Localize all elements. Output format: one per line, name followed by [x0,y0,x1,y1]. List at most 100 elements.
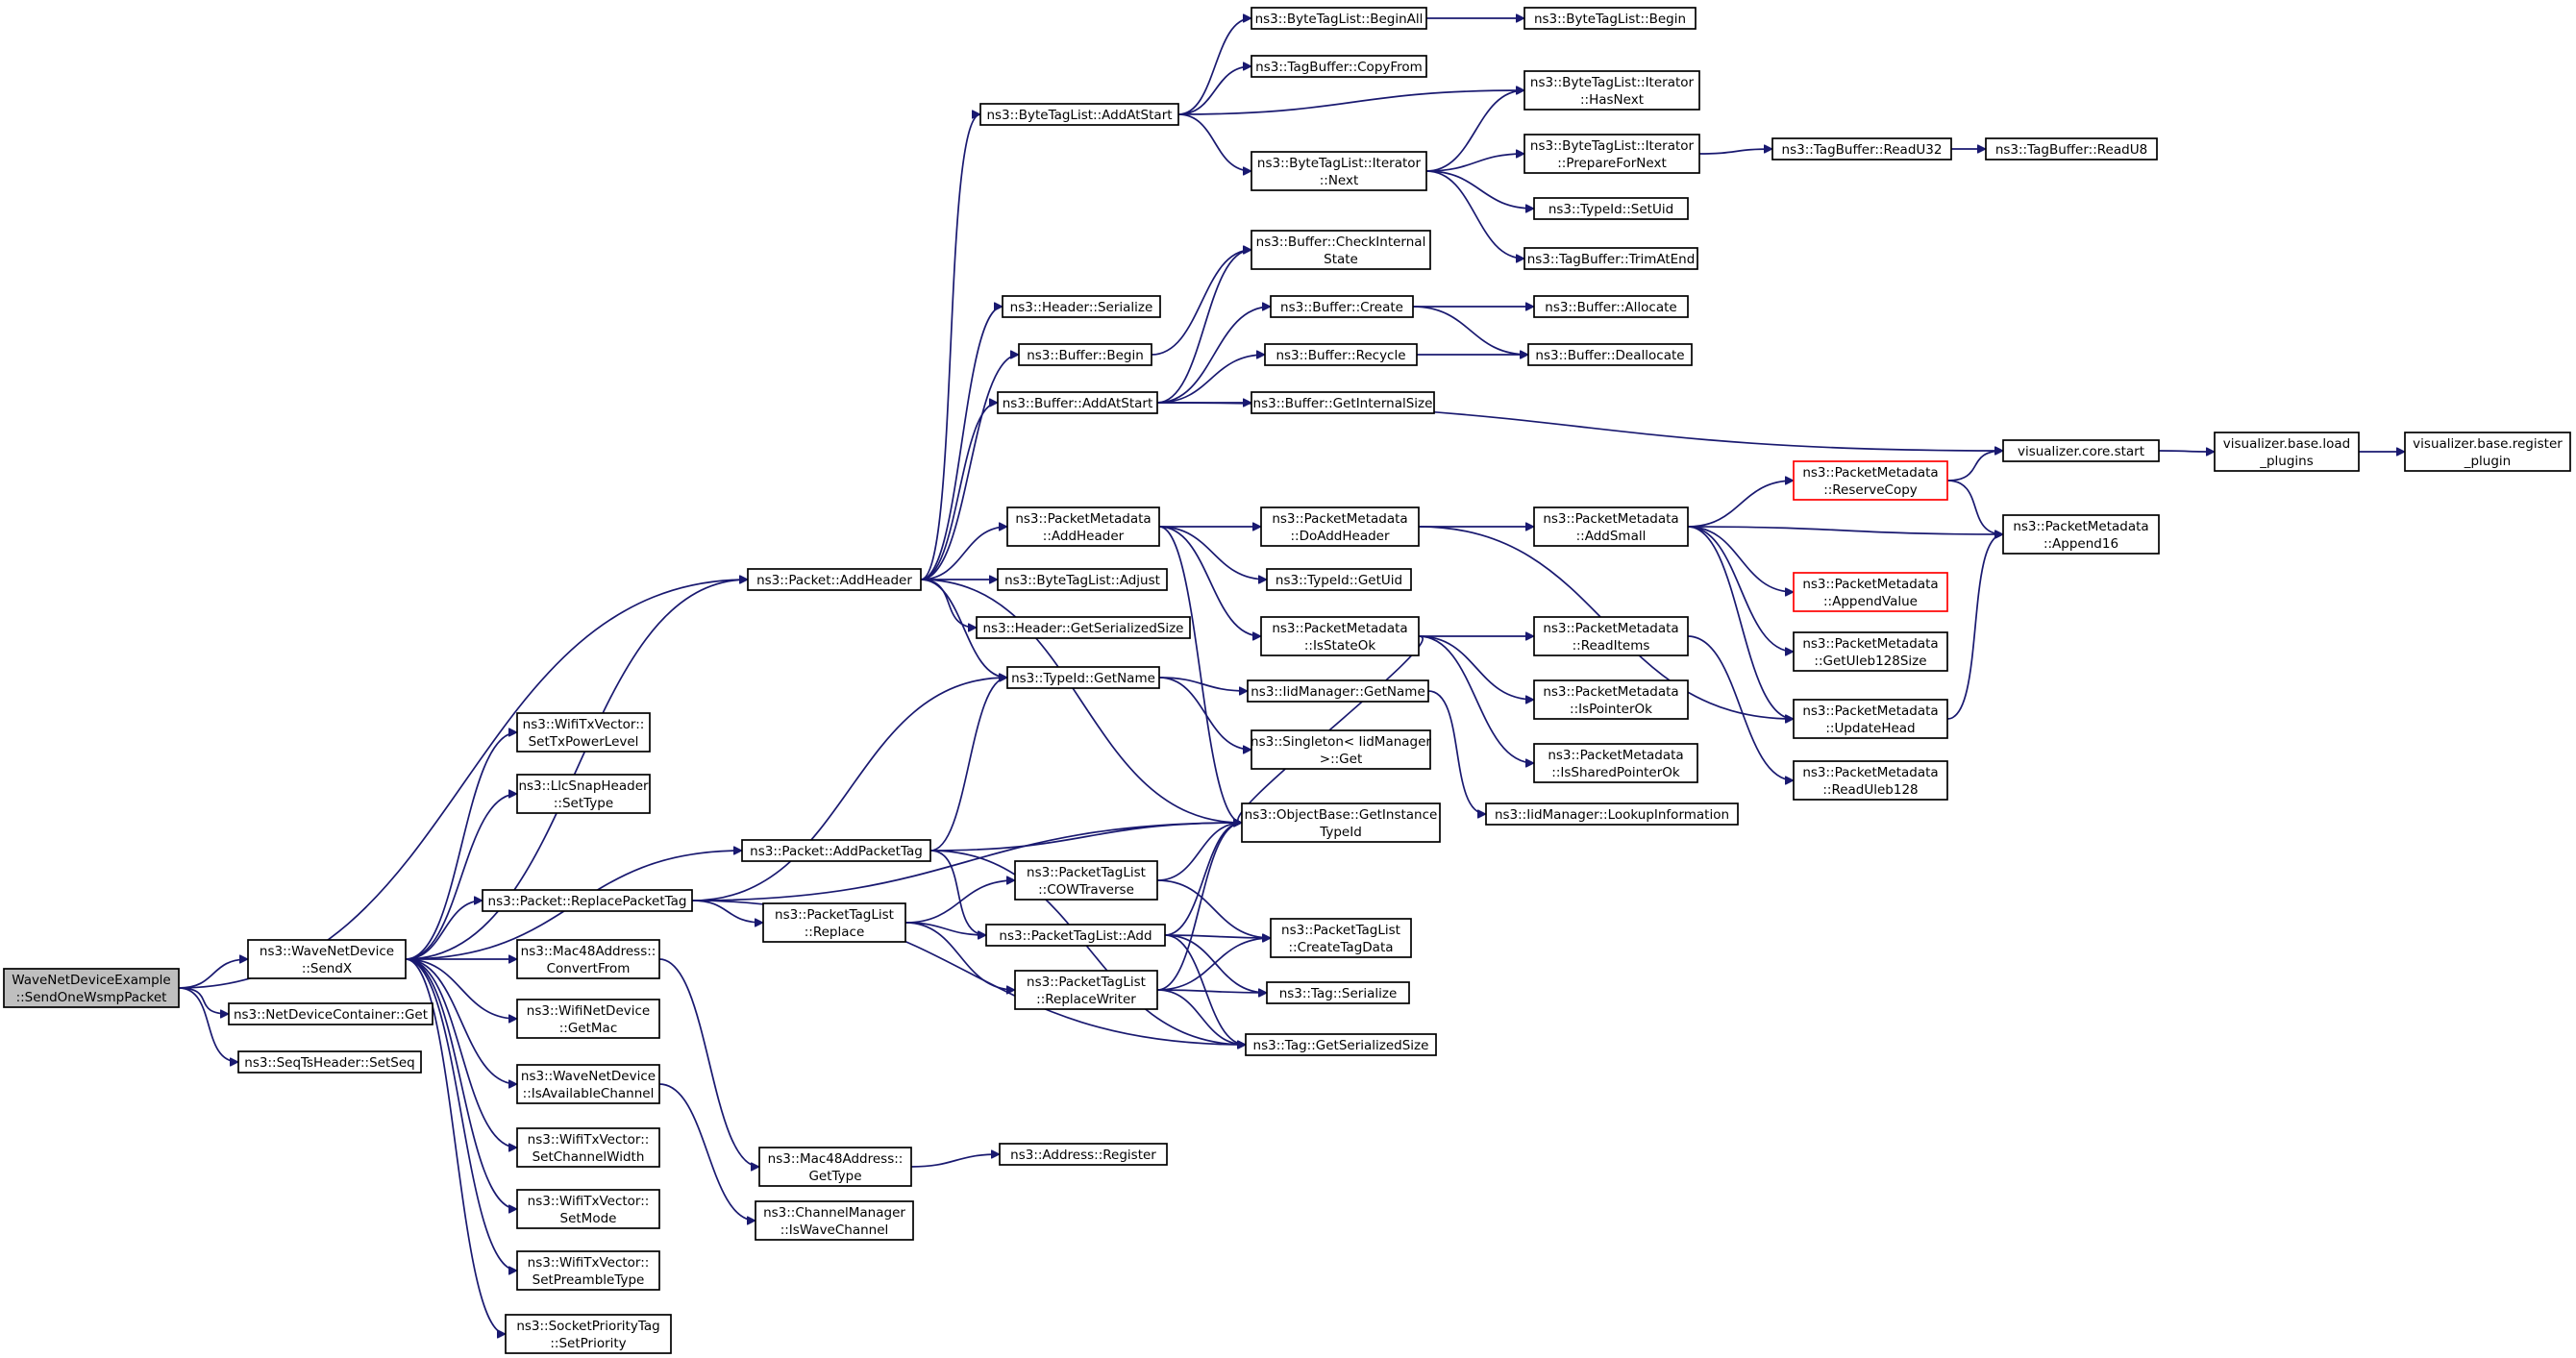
node-mac-gettype[interactable]: ns3::Mac48Address::GetType [758,1147,912,1187]
node-btl-beginall[interactable]: ns3::ByteTagList::BeginAll [1251,7,1427,30]
node-pm-append16[interactable]: ns3::PacketMetadata::Append16 [2002,514,2160,555]
node-box [516,1127,660,1168]
node-addpkttag[interactable]: ns3::Packet::AddPacketTag [741,839,931,862]
node-hdr-serialize[interactable]: ns3::Header::Serialize [1002,295,1161,318]
node-btl-addatstart[interactable]: ns3::ByteTagList::AddAtStart [979,103,1179,126]
node-box [1985,137,2158,160]
node-btl-iter-hasnext[interactable]: ns3::ByteTagList::Iterator::HasNext [1523,70,1700,111]
node-ptl-replace[interactable]: ns3::PacketTagList::Replace [762,902,906,943]
edge-ptl-add-to-tag-getsersize [1164,934,1247,1045]
node-typeid-getuid[interactable]: ns3::TypeId::GetUid [1266,568,1412,591]
node-buf-allocate[interactable]: ns3::Buffer::Allocate [1533,295,1689,318]
node-hdr-getsersize[interactable]: ns3::Header::GetSerializedSize [976,616,1191,639]
node-buf-addatstart[interactable]: ns3::Buffer::AddAtStart [997,391,1158,414]
node-label: GetType [808,1169,861,1184]
node-isavail[interactable]: ns3::WaveNetDevice::IsAvailableChannel [516,1064,660,1104]
node-label: ns3::TagBuffer::TrimAtEnd [1527,252,1696,267]
edge-sendx-to-preamble [405,958,518,1271]
node-btl-iter-next[interactable]: ns3::ByteTagList::Iterator::Next [1251,151,1427,191]
node-singleton-get[interactable]: ns3::Singleton< IidManager>::Get [1251,729,1431,770]
node-buf-create[interactable]: ns3::Buffer::Create [1270,295,1414,318]
node-pm-appendvalue[interactable]: ns3::PacketMetadata::AppendValue [1793,572,1948,612]
node-box [1523,7,1697,30]
node-btl-begin[interactable]: ns3::ByteTagList::Begin [1523,7,1697,30]
node-address-register[interactable]: ns3::Address::Register [999,1143,1168,1166]
node-buf-getinternalsize[interactable]: ns3::Buffer::GetInternalSize [1251,391,1435,414]
node-buf-deallocate[interactable]: ns3::Buffer::Deallocate [1527,343,1693,366]
node-box [1793,460,1948,501]
node-viz-base-load[interactable]: visualizer.base.load_plugins [2214,432,2360,472]
node-addheader[interactable]: ns3::Packet::AddHeader [747,568,922,591]
node-btl-adjust[interactable]: ns3::ByteTagList::Adjust [997,568,1168,591]
edge-btl-iter-next-to-btl-iter-prepare [1425,154,1524,172]
node-label: ns3::PacketMetadata [1543,621,1678,636]
node-ptl-cow[interactable]: ns3::PacketTagList::COWTraverse [1014,860,1158,901]
node-viz-base-register[interactable]: visualizer.base.register_plugin [2404,432,2571,472]
node-ptl-add[interactable]: ns3::PacketTagList::Add [985,924,1166,947]
node-label: ns3::Buffer::Create [1280,300,1403,315]
node-setseq[interactable]: ns3::SeqTsHeader::SetSeq [237,1050,422,1074]
edge-pm-addheader-to-pm-isstateok [1158,526,1261,636]
node-setpriority[interactable]: ns3::SocketPriorityTag::SetPriority [505,1314,672,1354]
node-label: SetPreambleType [533,1272,645,1288]
node-tb-readu32[interactable]: ns3::TagBuffer::ReadU32 [1771,137,1952,160]
node-box [516,999,660,1039]
node-replacepkttag[interactable]: ns3::Packet::ReplacePacketTag [482,889,693,912]
node-pm-updatehead[interactable]: ns3::PacketMetadata::UpdateHead [1793,699,1948,739]
node-chwidth[interactable]: ns3::WifiTxVector::SetChannelWidth [516,1127,660,1168]
node-iid-lookupinfo[interactable]: ns3::IidManager::LookupInformation [1485,802,1739,826]
node-box [1014,970,1158,1010]
node-pm-isstateok[interactable]: ns3::PacketMetadata::IsStateOk [1260,616,1420,656]
node-sendx[interactable]: ns3::WaveNetDevice::SendX [247,939,407,979]
node-label: ::UpdateHead [1825,721,1915,736]
node-iid-getname[interactable]: ns3::IidManager::GetName [1247,679,1429,703]
node-box [1533,295,1689,318]
node-tb-readu8[interactable]: ns3::TagBuffer::ReadU8 [1985,137,2158,160]
node-tb-trimatend[interactable]: ns3::TagBuffer::TrimAtEnd [1523,247,1698,270]
node-pm-issharedpointerok[interactable]: ns3::PacketMetadata::IsSharedPointerOk [1533,743,1698,783]
node-iswavechannel[interactable]: ns3::ChannelManager::IsWaveChannel [755,1200,914,1241]
edge-ptl-replacewriter-to-tag-getsersize [1156,989,1246,1045]
node-box [1485,802,1739,826]
node-llcsettype[interactable]: ns3::LlcSnapHeader::SetType [516,774,651,814]
node-preamble[interactable]: ns3::WifiTxVector::SetPreambleType [516,1250,660,1291]
node-tb-copyfrom[interactable]: ns3::TagBuffer::CopyFrom [1251,55,1427,78]
edge-ptl-replace-to-ptl-cow [904,880,1015,924]
node-label: ns3::TypeId::GetName [1011,671,1155,686]
node-label: ns3::PacketMetadata [1802,704,1938,719]
node-getmac[interactable]: ns3::WifiNetDevice::GetMac [516,999,660,1039]
node-buf-recycle[interactable]: ns3::Buffer::Recycle [1264,343,1418,366]
edge-sendx-to-getmac [405,958,517,1019]
node-label: ns3::ByteTagList::Begin [1534,12,1686,27]
node-pm-ispointerok[interactable]: ns3::PacketMetadata::IsPointerOk [1533,679,1689,720]
node-convertfrom[interactable]: ns3::Mac48Address::ConvertFrom [516,939,660,979]
node-pm-readitems[interactable]: ns3::PacketMetadata::ReadItems [1533,616,1689,656]
node-txpower[interactable]: ns3::WifiTxVector::SetTxPowerLevel [516,712,651,753]
node-pm-addsmall[interactable]: ns3::PacketMetadata::AddSmall [1533,506,1689,547]
node-tag-getsersize[interactable]: ns3::Tag::GetSerializedSize [1245,1033,1437,1056]
node-pm-getuleb[interactable]: ns3::PacketMetadata::GetUleb128Size [1793,631,1948,672]
node-tag-serialize[interactable]: ns3::Tag::Serialize [1266,981,1410,1004]
edge-ptl-add-to-objbase-getinstance [1164,823,1243,936]
node-ptl-replacewriter[interactable]: ns3::PacketTagList::ReplaceWriter [1014,970,1158,1010]
node-label: ns3::Buffer::CheckInternal [1256,235,1426,250]
node-ptl-createtagdata[interactable]: ns3::PacketTagList::CreateTagData [1270,918,1412,958]
node-box [1251,7,1427,30]
node-pm-reservecopy[interactable]: ns3::PacketMetadata::ReserveCopy [1793,460,1948,501]
node-btl-iter-prepare[interactable]: ns3::ByteTagList::Iterator::PrepareForNe… [1523,134,1700,174]
node-box [741,839,931,862]
node-buf-begin[interactable]: ns3::Buffer::Begin [1018,343,1152,366]
node-pm-readuleb[interactable]: ns3::PacketMetadata::ReadUleb128 [1793,760,1948,801]
node-root[interactable]: WaveNetDeviceExample::SendOneWsmpPacket [3,968,180,1008]
edge-pm-readitems-to-pm-readuleb [1687,635,1794,780]
node-pm-doaddheader[interactable]: ns3::PacketMetadata::DoAddHeader [1260,506,1420,547]
node-typeid-setuid[interactable]: ns3::TypeId::SetUid [1533,197,1689,220]
node-ndcget[interactable]: ns3::NetDeviceContainer::Get [228,1002,433,1025]
node-setmode[interactable]: ns3::WifiTxVector::SetMode [516,1189,660,1229]
node-pm-addheader[interactable]: ns3::PacketMetadata::AddHeader [1006,506,1160,547]
node-typeid-getname[interactable]: ns3::TypeId::GetName [1006,666,1160,689]
node-viz-core-start[interactable]: visualizer.core.start [2002,439,2160,462]
node-label: ns3::TagBuffer::ReadU32 [1782,142,1943,158]
